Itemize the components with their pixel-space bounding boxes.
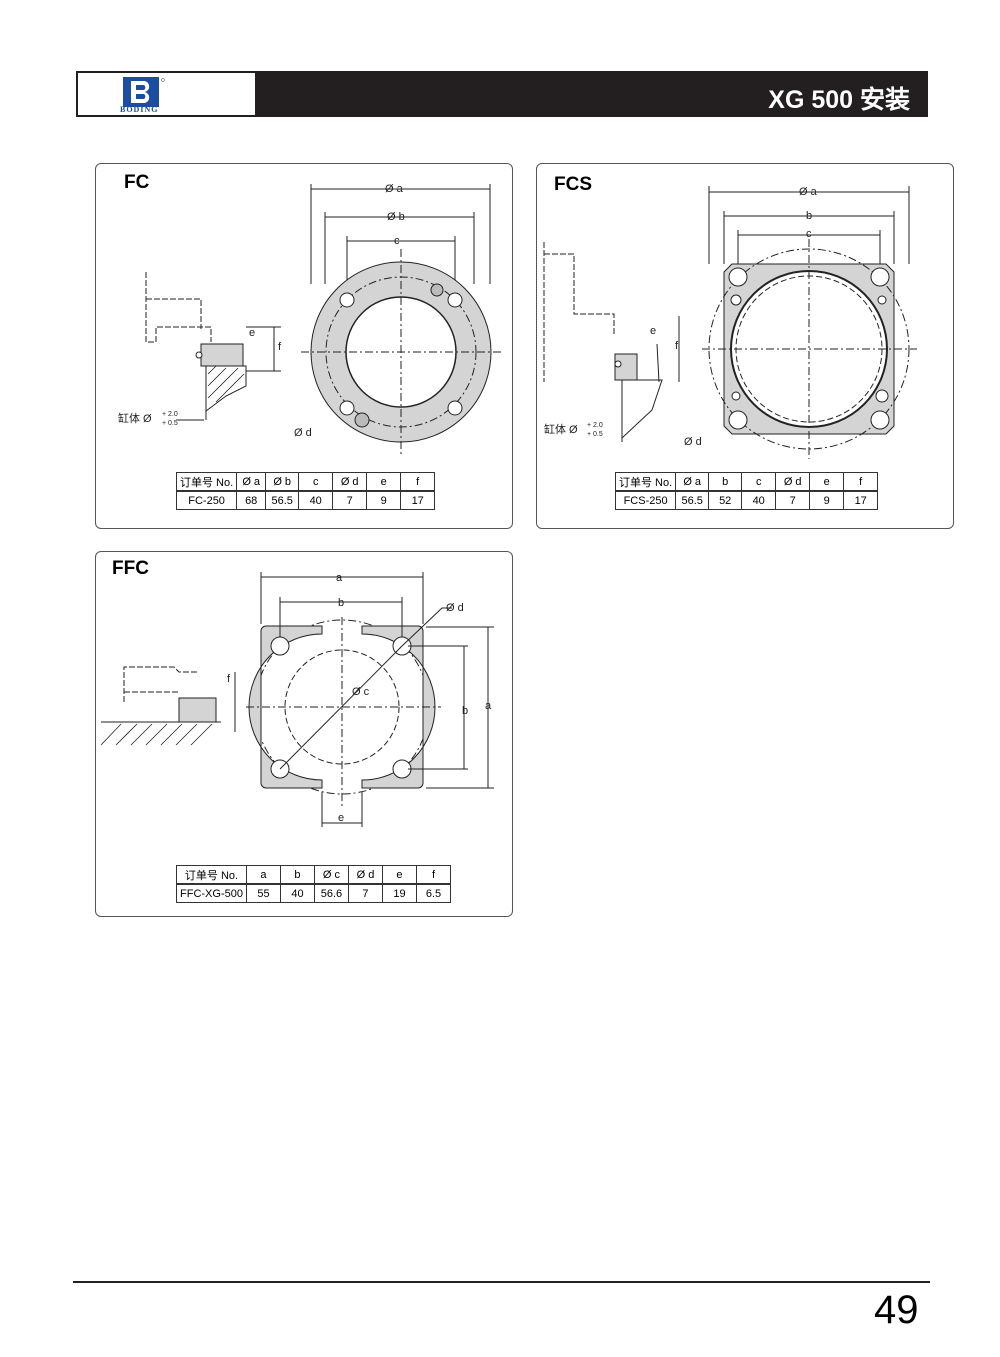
col-header: Ø d bbox=[347, 865, 383, 885]
label-e: e bbox=[650, 325, 656, 337]
col-header: b bbox=[279, 865, 315, 885]
cell: 7 bbox=[775, 490, 811, 510]
cell: 40 bbox=[279, 883, 315, 903]
col-header: Ø b bbox=[265, 472, 300, 492]
cell: 68 bbox=[236, 490, 267, 510]
col-header: e bbox=[381, 865, 417, 885]
col-header: 订单号 No. bbox=[175, 472, 238, 492]
label-b-vertical: b bbox=[462, 705, 468, 717]
label-f: f bbox=[675, 340, 679, 352]
tolerance-upper: + 2.0 bbox=[162, 411, 178, 418]
cell: 6.5 bbox=[415, 883, 451, 903]
col-header: Ø a bbox=[236, 472, 267, 492]
label-bore: 缸体 Ø bbox=[118, 411, 152, 425]
label-dia-d: Ø d bbox=[684, 436, 702, 448]
cell: 7 bbox=[332, 490, 368, 510]
label-b: b bbox=[338, 597, 344, 609]
panel-title: FCS bbox=[554, 174, 592, 195]
cell: 17 bbox=[843, 490, 879, 510]
cell: FC-250 bbox=[175, 490, 238, 510]
label-e: e bbox=[338, 812, 344, 824]
cell: 52 bbox=[708, 490, 743, 510]
col-header: b bbox=[708, 472, 743, 492]
label-bore: 缸体 Ø bbox=[544, 422, 578, 436]
logo: BODING bbox=[78, 73, 255, 115]
panel-title: FC bbox=[124, 172, 150, 193]
col-header: f bbox=[400, 472, 436, 492]
panel-title: FFC bbox=[112, 558, 149, 579]
cell: 55 bbox=[245, 883, 281, 903]
fcs-drawing: Ø a b c Ø d e f 缸体 Ø + 2.0 + 0.5 bbox=[543, 186, 917, 459]
col-header: e bbox=[809, 472, 845, 492]
label-dia-b: Ø b bbox=[387, 211, 405, 223]
tolerance-upper: + 2.0 bbox=[587, 422, 603, 429]
label-dia-d: Ø d bbox=[294, 427, 312, 439]
cell: 56.5 bbox=[265, 490, 300, 510]
col-header: 订单号 No. bbox=[614, 472, 677, 492]
fc-drawing: Ø a Ø b c Ø d e f 缸体 Ø + 2.0 + 0.5 bbox=[118, 183, 501, 454]
tolerance-lower: + 0.5 bbox=[587, 431, 603, 438]
col-header: a bbox=[245, 865, 281, 885]
label-a: a bbox=[336, 572, 343, 584]
cell: 40 bbox=[741, 490, 777, 510]
label-c: c bbox=[806, 228, 812, 240]
cell: 7 bbox=[347, 883, 383, 903]
ffc-drawing: a b Ø d Ø c a b e f bbox=[100, 572, 494, 827]
cell: 9 bbox=[809, 490, 845, 510]
header-bar: BODING XG 500 安装 bbox=[76, 71, 928, 117]
boding-logo-icon bbox=[123, 77, 165, 107]
cell: 56.5 bbox=[675, 490, 710, 510]
page-number: 49 bbox=[874, 1288, 919, 1332]
col-header: e bbox=[366, 472, 402, 492]
col-header: f bbox=[415, 865, 451, 885]
cell: 40 bbox=[298, 490, 334, 510]
label-dia-a: Ø a bbox=[385, 183, 404, 195]
col-header: f bbox=[843, 472, 879, 492]
label-dia-a: Ø a bbox=[799, 186, 818, 198]
label-e: e bbox=[249, 327, 255, 339]
cell: 17 bbox=[400, 490, 436, 510]
cell: FFC-XG-500 bbox=[176, 883, 247, 903]
label-a-vertical: a bbox=[485, 700, 492, 712]
panel-fcs: Ø a b c Ø d e f 缸体 Ø + 2.0 + 0.5 FCS 订单号… bbox=[536, 163, 954, 529]
page-title: XG 500 安装 bbox=[768, 86, 910, 114]
label-dia-c: Ø c bbox=[352, 686, 370, 698]
label-c: c bbox=[394, 235, 400, 247]
footer-divider bbox=[73, 1281, 930, 1283]
cell: 9 bbox=[366, 490, 402, 510]
panel-fc: Ø a Ø b c Ø d e f 缸体 Ø + 2.0 + 0.5 FC 订单… bbox=[95, 163, 513, 529]
col-header: Ø d bbox=[332, 472, 368, 492]
col-header: Ø a bbox=[675, 472, 710, 492]
label-dia-d: Ø d bbox=[446, 602, 464, 614]
label-b: b bbox=[806, 210, 812, 222]
col-header: Ø d bbox=[775, 472, 811, 492]
cell: 19 bbox=[381, 883, 417, 903]
logo-text: BODING bbox=[120, 105, 159, 114]
col-header: Ø c bbox=[313, 865, 349, 885]
label-f: f bbox=[278, 341, 282, 353]
col-header: c bbox=[298, 472, 334, 492]
cell: 56.6 bbox=[313, 883, 349, 903]
col-header: c bbox=[741, 472, 777, 492]
col-header: 订单号 No. bbox=[176, 865, 247, 885]
cell: FCS-250 bbox=[614, 490, 677, 510]
tolerance-lower: + 0.5 bbox=[162, 420, 178, 427]
label-f: f bbox=[227, 673, 231, 685]
